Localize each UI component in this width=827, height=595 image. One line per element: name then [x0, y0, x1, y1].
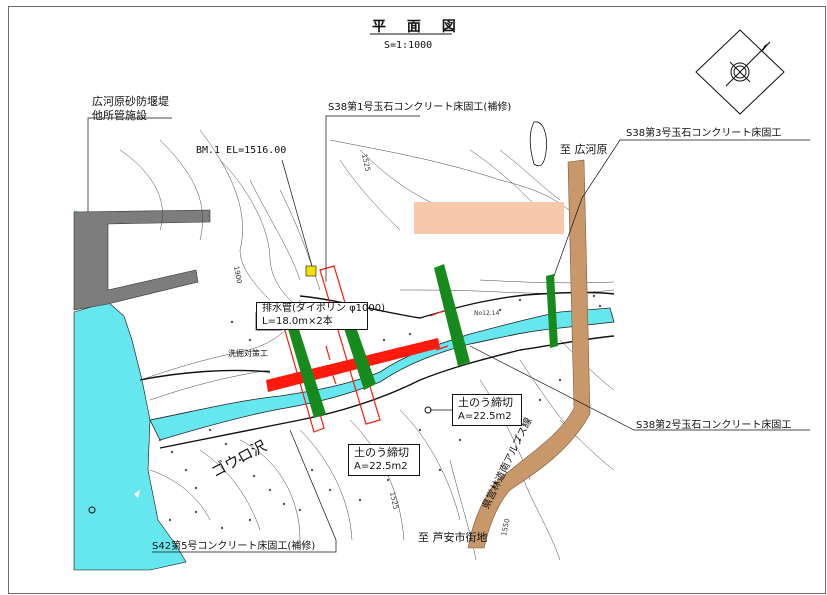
cofferdam-2-box	[348, 444, 420, 476]
cofferdam-2-area: A=22.5m2	[354, 461, 408, 472]
s38-3-label: S38第3号玉石コンクリート床固工	[626, 128, 782, 139]
benchmark-icon	[305, 265, 317, 277]
s38-1-label: S38第1号玉石コンクリート床固工(補修)	[328, 102, 512, 113]
drawing-frame	[8, 6, 826, 594]
forest-road	[467, 159, 591, 549]
check-dams	[286, 264, 558, 418]
rock-outcrop	[529, 121, 547, 167]
to-ashiyasu-label: 至 芦安市街地	[418, 531, 488, 544]
sabo-dam	[73, 209, 211, 311]
survey-point	[424, 406, 432, 414]
drain-pipe-label: 排水管(ダイポリン φ1000)	[262, 303, 386, 314]
station-marker: No12.14	[474, 310, 500, 317]
drain-length-label: L=18.0m×2本	[262, 316, 333, 327]
flow-marker	[134, 490, 140, 498]
to-hirogawara-label: 至 広河原	[560, 143, 608, 156]
cofferdam-1-box	[452, 394, 522, 426]
compass-icon	[695, 29, 785, 115]
drawing-title: 平 面 図	[372, 19, 464, 35]
scour-label: 洗掘対策工	[228, 349, 268, 358]
cofferdam-1-label: 土のう締切	[458, 396, 513, 409]
contour-lines	[119, 129, 615, 561]
survey-point	[88, 506, 96, 514]
river-channel	[149, 307, 615, 441]
dam-label: 広河原砂防堰堤	[92, 95, 169, 108]
dam-sub-label: 他所管施設	[92, 109, 147, 122]
reservoir	[73, 301, 187, 571]
cofferdam-2-label: 土のう締切	[354, 446, 409, 459]
benchmark-label: BM.1 EL=1516.00	[196, 145, 287, 156]
drain-pipe-box	[256, 302, 368, 330]
s38-2-label: S38第2号玉石コンクリート床固工	[636, 420, 792, 431]
s42-5-label: S42第5号コンクリート床固工(補修)	[152, 541, 316, 552]
scale-label: S=1:1000	[384, 40, 433, 51]
redacted-block	[414, 202, 564, 234]
cofferdam-1-area: A=22.5m2	[458, 411, 512, 422]
